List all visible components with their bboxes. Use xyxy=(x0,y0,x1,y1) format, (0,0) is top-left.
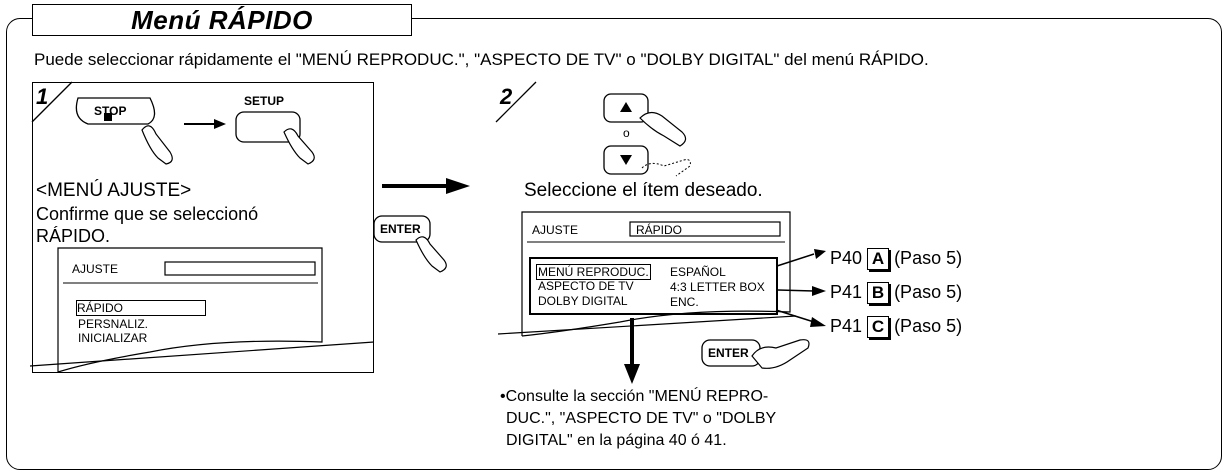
item-aspecto: ASPECTO DE TV xyxy=(538,279,634,293)
note-line3: DIGITAL" en la página 40 ó 41. xyxy=(506,432,727,449)
pointer-arrow-icon xyxy=(810,317,826,327)
item-dolby: DOLBY DIGITAL xyxy=(538,294,628,308)
item-aspecto-value: 4:3 LETTER BOX xyxy=(670,280,765,294)
instruction: Seleccione el ítem deseado. xyxy=(524,180,763,201)
item-menu-reproduc: MENÚ REPRODUC. xyxy=(536,264,651,280)
step2-number: 2 xyxy=(500,84,513,109)
hand-icon xyxy=(639,111,687,147)
screen2-header-value: RÁPIDO xyxy=(636,223,683,237)
step1-screen-outline xyxy=(57,247,323,373)
step2-screen-field xyxy=(629,221,781,237)
section-frame xyxy=(6,18,1222,470)
menu-heading: <MENÚ AJUSTE> xyxy=(36,180,192,201)
pointer-arrow-icon xyxy=(814,249,826,259)
ref-letter-b: B xyxy=(867,282,890,304)
down-arrow-icon xyxy=(620,155,632,165)
confirm-line2: RÁPIDO. xyxy=(36,226,111,246)
up-arrow-icon xyxy=(620,102,632,112)
ref-c: P41 C (Paso 5) xyxy=(830,316,963,338)
note-line2: DUC.", "ASPECTO DE TV" o "DOLBY xyxy=(506,410,777,427)
item-menu-reproduc-value: ESPAÑOL xyxy=(670,265,726,279)
hand-icon xyxy=(283,128,315,165)
page-title: Menú RÁPIDO xyxy=(131,4,313,35)
screen2-header: AJUSTE xyxy=(532,223,579,237)
menu-item-rapido: RÁPIDO xyxy=(76,300,206,316)
ref-b: P41 B (Paso 5) xyxy=(830,282,963,304)
setup-button[interactable]: SETUP xyxy=(244,94,285,108)
confirm-line1: Confirme que se seleccionó xyxy=(36,204,259,224)
hand-icon xyxy=(141,125,173,165)
stop-button[interactable]: STOP xyxy=(94,104,127,118)
stop-square-icon xyxy=(104,113,112,121)
big-down-arrow-icon xyxy=(624,364,640,384)
step1-screen-field xyxy=(164,261,316,276)
menu-item-label: RÁPIDO xyxy=(77,301,124,315)
step2-corner-line xyxy=(495,81,537,123)
highlight-box xyxy=(529,257,778,315)
menu-item-persnaliz: PERSNALIZ. xyxy=(78,317,149,331)
stop-button-shape xyxy=(75,97,156,125)
menu-item-inicializar: INICIALIZAR xyxy=(78,331,148,345)
step1-corner-line xyxy=(31,81,73,123)
or-label: o xyxy=(623,126,630,140)
item-dolby-value: ENC. xyxy=(670,295,699,309)
step1-number: 1 xyxy=(36,84,49,109)
hand-icon xyxy=(751,339,810,369)
hand-dashed-icon xyxy=(641,159,691,177)
enter-button[interactable]: ENTER xyxy=(380,222,421,236)
ref-letter-c: C xyxy=(867,316,890,338)
enter-button-shape xyxy=(373,215,431,243)
ref-a: P40 A (Paso 5) xyxy=(830,248,963,270)
step2-screen-outline xyxy=(521,211,791,337)
big-right-arrow-icon xyxy=(446,178,470,194)
enter-button-2[interactable]: ENTER xyxy=(708,346,749,360)
setup-button-shape xyxy=(235,111,301,143)
intro-text: Puede seleccionar rápidamente el "MENÚ R… xyxy=(34,50,929,69)
right-arrow-icon xyxy=(214,119,226,129)
pointer-arrow-icon xyxy=(812,286,826,296)
title-box: Menú RÁPIDO xyxy=(32,4,412,36)
note-line1: •Consulte la sección "MENÚ REPRO- xyxy=(500,388,769,405)
screen-header: AJUSTE xyxy=(72,262,119,276)
ref-letter-a: A xyxy=(867,248,890,270)
hand-icon xyxy=(415,236,447,273)
